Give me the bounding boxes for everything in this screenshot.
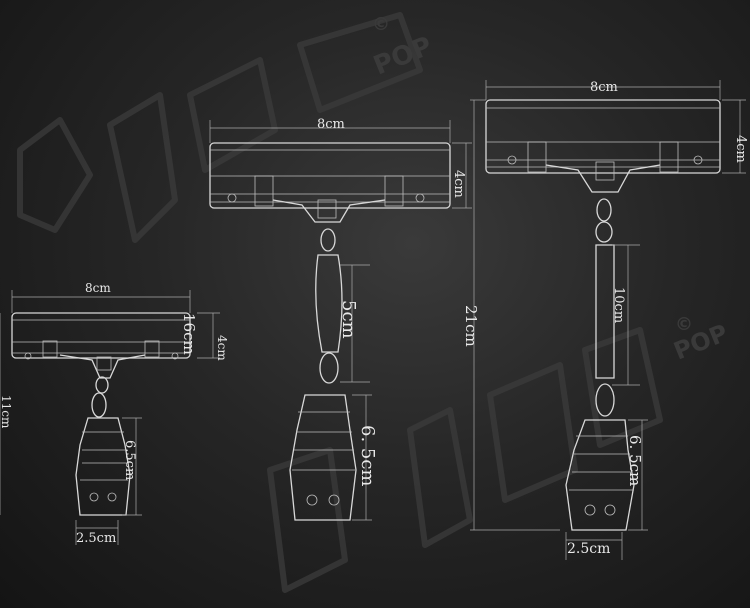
medium-arm-label: 5cm xyxy=(338,300,359,339)
small-screw-right xyxy=(171,352,179,360)
medium-clamp-left xyxy=(254,175,274,207)
medium-clip-height-label: 6. 5cm xyxy=(357,425,378,487)
medium-swivel-top xyxy=(320,228,336,252)
medium-height-label: 4cm xyxy=(451,170,466,198)
medium-sign-plate xyxy=(209,142,451,209)
small-sign-plate xyxy=(11,312,191,359)
large-clip-width-label: 2.5cm xyxy=(567,541,610,557)
large-arm-label: 10cm xyxy=(611,287,626,323)
small-clip-body xyxy=(75,417,131,516)
medium-t-bracket xyxy=(272,199,386,223)
large-width-label: 8cm xyxy=(590,80,618,95)
large-screw-right xyxy=(693,155,703,165)
medium-screw-left xyxy=(227,193,237,203)
large-screw-left xyxy=(507,155,517,165)
large-swivel-top xyxy=(596,198,612,222)
large-logo-badge xyxy=(595,161,615,181)
medium-swivel-bottom xyxy=(319,352,339,384)
large-clamp-right xyxy=(659,141,679,173)
watermark-symbol-2: © xyxy=(675,314,693,335)
large-swivel-bottom xyxy=(595,383,615,417)
small-clamp-left xyxy=(42,340,58,358)
large-t-bracket xyxy=(545,164,661,193)
holder-medium: 8cm 4cm 5cm 6. 5cm xyxy=(209,117,472,521)
large-overall-label: 21cm xyxy=(462,305,480,347)
medium-logo-badge xyxy=(317,199,337,219)
small-side-label: 16cm xyxy=(180,313,198,355)
small-clamp-right xyxy=(144,340,160,358)
small-swivel-joint xyxy=(91,392,107,418)
medium-clamp-right xyxy=(384,175,404,207)
medium-width-label: 8cm xyxy=(317,117,345,132)
small-height-label: 4cm xyxy=(215,335,229,361)
watermark-symbol: © xyxy=(372,14,390,35)
watermark-logo xyxy=(17,12,663,593)
large-height-label: 4cm xyxy=(733,135,748,163)
holder-large: 8cm 4cm 21cm 10cm 6. 5cm 2.5cm xyxy=(462,80,748,560)
large-clip-body xyxy=(565,419,635,531)
small-screw-left xyxy=(24,352,32,360)
large-clip-height-label: 6. 5cm xyxy=(626,435,644,486)
medium-arm xyxy=(315,254,343,353)
large-arm xyxy=(595,244,615,379)
small-width-label: 8cm xyxy=(85,281,111,295)
small-logo-badge xyxy=(96,356,112,371)
small-clip-width-label: 2.5cm xyxy=(76,531,116,546)
small-swivel-top xyxy=(95,376,109,394)
small-clip-height-label: 6.5cm xyxy=(122,440,137,480)
large-sign-plate xyxy=(485,99,721,174)
holder-small: 8cm 4cm 11cm 6.5cm 2.5cm 16cm xyxy=(0,281,229,546)
large-clamp-left xyxy=(527,141,547,173)
medium-screw-right xyxy=(415,193,425,203)
medium-clip-body xyxy=(289,394,357,521)
small-overall-label: 11cm xyxy=(0,395,13,429)
